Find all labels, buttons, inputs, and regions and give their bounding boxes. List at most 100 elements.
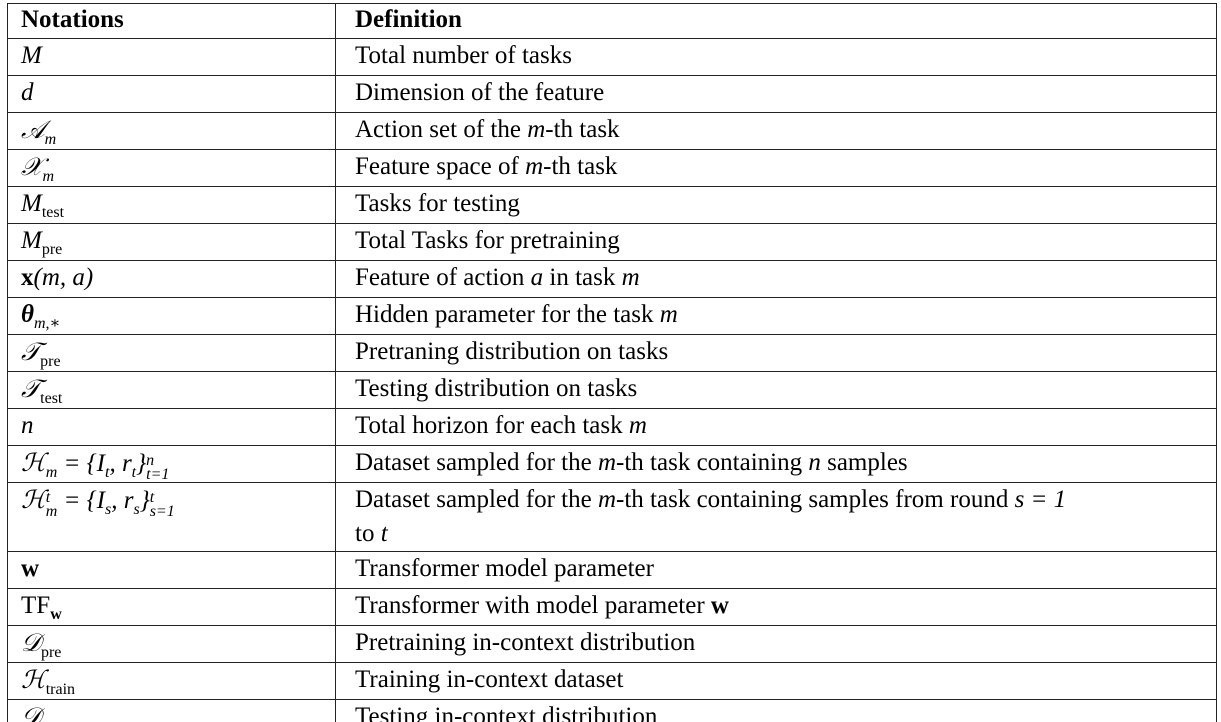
definition-text: Testing distribution on tasks — [355, 375, 638, 402]
definition-text: Testing in-context distribution — [355, 703, 658, 722]
table-row: θm,∗ Hidden parameter for the task m — [7, 297, 1217, 335]
definition-math: m — [628, 412, 647, 439]
definition-text: Hidden parameter for the task — [355, 301, 660, 328]
definition-text: Dataset sampled for the — [355, 449, 598, 476]
notation-symbol: TF — [21, 592, 51, 619]
notation-args: (m, a) — [33, 264, 94, 291]
definition-text: -th task containing samples from round — [616, 486, 1015, 513]
notation-range: s=1 — [149, 503, 175, 520]
definition-cell: Hidden parameter for the task m — [335, 297, 1217, 335]
table-row: 𝒜m Action set of the m-th task — [7, 112, 1217, 150]
definition-text: Transformer with model parameter — [355, 592, 711, 619]
notation-subscript: pre — [41, 241, 63, 258]
table-row: TFw Transformer with model parameter w — [7, 588, 1217, 626]
notation-rhs: } — [139, 487, 150, 514]
definition-math: m — [597, 449, 617, 476]
notation-cell: x(m, a) — [7, 260, 336, 298]
definition-text: Feature space of — [355, 153, 526, 180]
notation-subscript: m — [44, 131, 57, 148]
notation-subscript: t — [131, 464, 137, 481]
notation-subscript: pre — [40, 644, 62, 661]
notation-symbol: x — [21, 264, 34, 291]
definition-cell: Dimension of the feature — [335, 75, 1217, 113]
definition-cell: Total Tasks for pretraining — [335, 223, 1217, 261]
definition-text: Transformer model parameter — [355, 555, 654, 582]
notation-cell: 𝒟test — [7, 699, 336, 722]
definition-text: Tasks for testing — [355, 190, 520, 217]
notation-symbol: 𝒟 — [21, 628, 41, 657]
definition-text: Pretraining in-context distribution — [355, 629, 696, 656]
table-row: 𝒯pre Pretraning distribution on tasks — [7, 334, 1217, 372]
notation-symbol: ℋ — [21, 448, 46, 477]
definition-cell: Dataset sampled for the m-th task contai… — [335, 445, 1217, 483]
definition-cell: Pretraning distribution on tasks — [335, 334, 1217, 372]
table-row: 𝒳m Feature space of m-th task — [7, 149, 1217, 187]
notation-rhs: , r — [111, 487, 134, 514]
notation-range: t=1 — [146, 466, 170, 483]
definition-text: Pretraning distribution on tasks — [355, 338, 669, 365]
notation-symbol: θ — [21, 301, 34, 328]
notation-symbol: M — [21, 190, 42, 217]
table-row: Mpre Total Tasks for pretraining — [7, 223, 1217, 261]
definition-cell: Action set of the m-th task — [335, 112, 1217, 150]
definition-text: -th task containing — [616, 449, 809, 476]
notation-cell: 𝒜m — [7, 112, 336, 150]
definition-text: Total Tasks for pretraining — [355, 227, 620, 254]
definition-cell: Testing in-context distribution — [335, 699, 1217, 722]
notation-symbol: 𝒯 — [21, 337, 41, 366]
notation-rhs: = {I — [57, 487, 105, 514]
notation-cell: M — [7, 38, 336, 76]
definition-math: s = 1 — [1014, 486, 1067, 513]
definition-text: Total number of tasks — [355, 42, 572, 69]
notation-subscript: train — [45, 681, 76, 698]
notation-rhs: } — [136, 450, 147, 477]
notation-cell: 𝒯test — [7, 371, 336, 409]
definition-math: m — [621, 264, 640, 291]
definition-math: m — [527, 116, 546, 143]
definition-math: w — [710, 592, 729, 619]
definition-cell: Dataset sampled for the m-th task contai… — [335, 482, 1217, 552]
definition-text: Dataset sampled for the — [355, 486, 598, 513]
notation-subscript: m — [45, 503, 58, 520]
notation-symbol: d — [21, 79, 34, 106]
notation-subscript: test — [40, 390, 63, 407]
definition-cell: Tasks for testing — [335, 186, 1217, 224]
definition-text: Total horizon for each task — [355, 412, 629, 439]
table-row: M Total number of tasks — [7, 38, 1217, 76]
notation-symbol: 𝒟 — [21, 702, 41, 722]
definition-math: m — [597, 486, 617, 513]
header-row: Notations Definition — [7, 3, 1217, 39]
notation-subscript: pre — [40, 353, 61, 370]
notation-cell: Mpre — [7, 223, 336, 261]
notation-cell: θm,∗ — [7, 297, 336, 335]
table-row: ℋtrain Training in-context dataset — [7, 662, 1217, 700]
notation-superscript: t — [45, 489, 51, 506]
table-row: 𝒟test Testing in-context distribution — [7, 699, 1217, 722]
notation-cell: 𝒯pre — [7, 334, 336, 372]
notation-table: Notations Definition M Total number of t… — [7, 3, 1217, 722]
definition-math: n — [808, 449, 821, 476]
definition-text: samples — [820, 449, 908, 476]
definition-text: -th task — [543, 153, 618, 180]
definition-cell: Total horizon for each task m — [335, 408, 1217, 446]
header-notations: Notations — [7, 3, 336, 39]
notation-subscript: s — [104, 501, 112, 518]
table-row: w Transformer model parameter — [7, 551, 1217, 589]
notation-subscript: test — [41, 718, 63, 722]
notation-cell: 𝒳m — [7, 149, 336, 187]
definition-math: a — [530, 264, 544, 291]
notation-cell: n — [7, 408, 336, 446]
table-row: d Dimension of the feature — [7, 75, 1217, 113]
definition-cell: Transformer model parameter — [335, 551, 1217, 589]
table-row: 𝒟pre Pretraining in-context distribution — [7, 625, 1217, 663]
table-row: x(m, a) Feature of action a in task m — [7, 260, 1217, 298]
notation-rhs: = {I — [57, 450, 105, 477]
notation-symbol: n — [21, 412, 34, 439]
notation-cell: TFw — [7, 588, 336, 626]
definition-text: in task — [543, 264, 622, 291]
definition-text: Dimension of the feature — [355, 79, 605, 106]
